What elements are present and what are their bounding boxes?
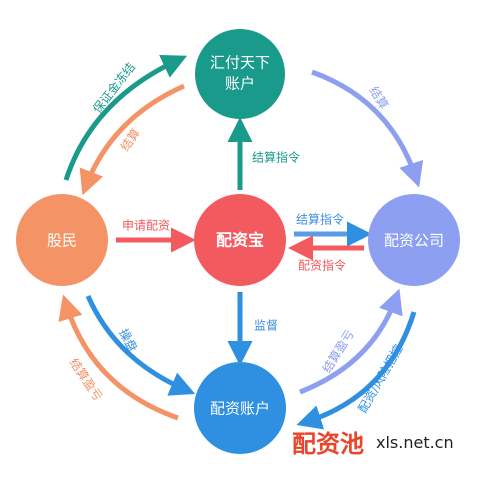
label-settle-cmd-right: 结算指令	[296, 212, 344, 227]
node-peizi-account-label: 配资账户	[210, 400, 270, 418]
node-peizi-company-label: 配资公司	[384, 232, 444, 250]
label-peizi-cmd-left: 配资指令	[298, 258, 346, 273]
node-huifu-line2: 账户	[225, 75, 255, 93]
watermark-url: xls.net.cn	[376, 433, 454, 452]
node-peizi-account: 配资账户	[194, 362, 286, 454]
arrow-settle-pnl-left	[58, 294, 179, 421]
arrow-settle-to-gumin	[79, 83, 186, 196]
label-supervise: 监督	[254, 318, 278, 333]
watermark-brand: 配资池	[292, 429, 364, 458]
node-peizi-company: 配资公司	[368, 194, 460, 286]
label-settle-cmd-up: 结算指令	[252, 150, 300, 165]
watermark: 配资池 xls.net.cn	[292, 429, 454, 458]
node-peizibao-label: 配资宝	[216, 231, 264, 250]
arrow-settle-pnl-right	[299, 288, 403, 395]
node-huifu: 汇付天下 账户	[195, 29, 285, 119]
arrow-settle-to-company	[311, 69, 424, 188]
arrow-operate	[85, 294, 196, 396]
arrow-deposit-freeze	[63, 54, 188, 181]
node-peizibao: 配资宝	[194, 194, 286, 286]
node-huifu-line1: 汇付天下	[210, 54, 270, 72]
node-gumin-label: 股民	[47, 232, 77, 250]
arrow-risk-control	[296, 311, 417, 430]
node-gumin: 股民	[16, 194, 108, 286]
label-apply-peizi: 申请配资	[122, 219, 170, 233]
label-settle-pnl-left: 结算盈亏	[67, 355, 106, 403]
label-operate: 操盘	[116, 326, 141, 354]
label-settle-pnl-right: 结算盈亏	[319, 327, 357, 376]
